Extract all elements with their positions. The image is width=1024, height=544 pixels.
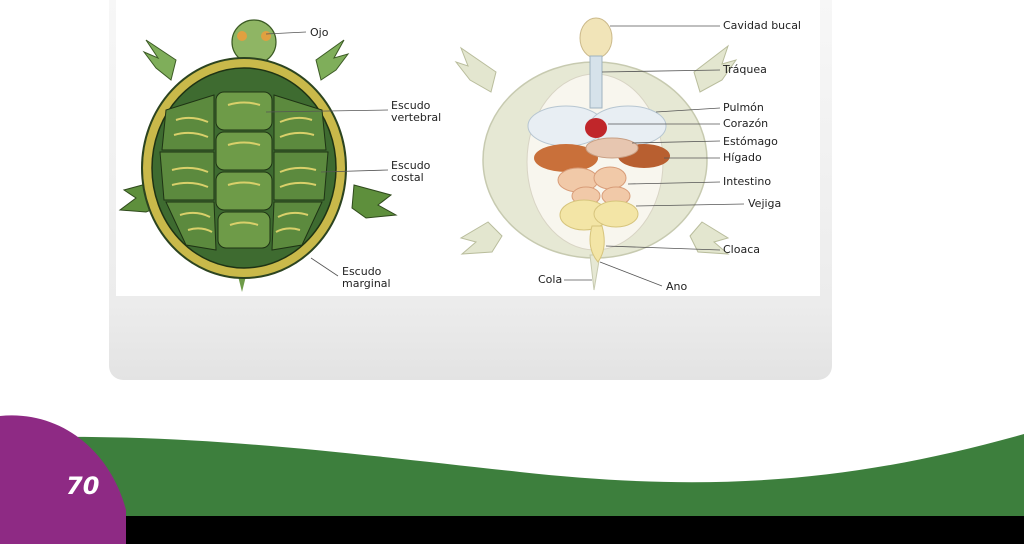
label-corazon: Corazón xyxy=(723,117,768,130)
black-bar xyxy=(0,516,1024,544)
label-escudo-costal-2: costal xyxy=(391,171,424,184)
footer-band xyxy=(0,415,1024,544)
label-intestino: Intestino xyxy=(723,175,771,188)
turtle-shell-illustration xyxy=(118,19,398,292)
label-cola: Cola xyxy=(538,273,562,286)
green-wave xyxy=(0,434,1024,516)
label-ojo: Ojo xyxy=(310,26,329,39)
label-pulmon: Pulmón xyxy=(723,101,764,114)
label-estomago: Estómago xyxy=(723,135,778,148)
turtle-figure: Ojo Escudo vertebral Escudo costal Escud… xyxy=(116,0,820,296)
label-vejiga: Vejiga xyxy=(748,197,781,210)
purple-tab xyxy=(0,415,126,544)
turtle-diagram-svg: Ojo Escudo vertebral Escudo costal Escud… xyxy=(118,17,801,293)
label-escudo-vertebral-2: vertebral xyxy=(391,111,441,124)
label-ano: Ano xyxy=(666,280,687,293)
label-traquea: Tráquea xyxy=(722,63,767,76)
label-escudo-costal-1: Escudo xyxy=(391,159,431,172)
turtle-anatomy-illustration xyxy=(454,17,738,291)
label-escudo-marginal-2: marginal xyxy=(342,277,391,290)
label-escudo-marginal-1: Escudo xyxy=(342,265,382,278)
label-escudo-vertebral-1: Escudo xyxy=(391,99,431,112)
label-higado: Hígado xyxy=(723,151,762,164)
page-number: 70 xyxy=(66,472,100,500)
label-cloaca: Cloaca xyxy=(723,243,760,256)
label-cavidad-bucal: Cavidad bucal xyxy=(723,19,801,32)
